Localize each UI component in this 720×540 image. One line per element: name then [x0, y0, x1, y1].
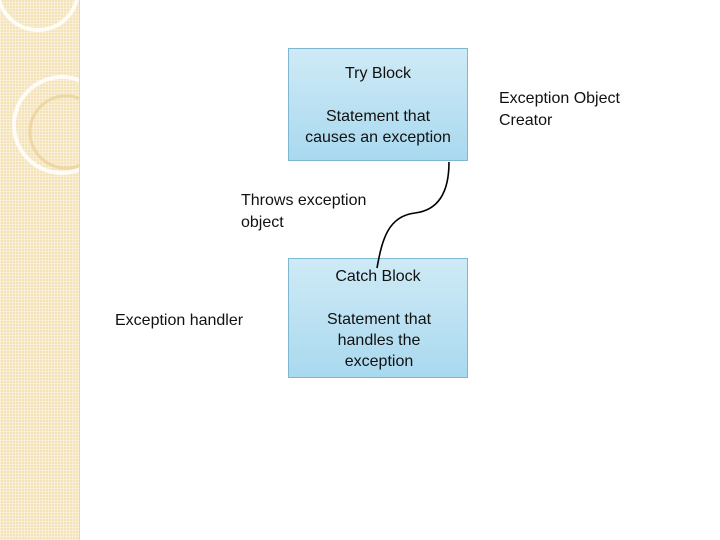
creator-label-line: Exception Object [499, 90, 620, 107]
catch-block-statement-line: handles the [337, 332, 421, 349]
try-block-statement-line: causes an exception [305, 129, 451, 146]
catch-block-statement-line: Statement that [326, 311, 432, 328]
throws-label-line: object [241, 214, 284, 231]
try-block-statement-line: Statement that [325, 108, 431, 125]
throws-exception-label: Throws exception object [241, 190, 366, 234]
decorative-side-strip [0, 0, 80, 540]
throws-label-line: Throws exception [241, 192, 367, 209]
throw-connector-curve [376, 161, 450, 269]
try-block-statement: Statement that causes an exception [289, 106, 467, 148]
exception-object-creator-label: Exception Object Creator [499, 88, 620, 132]
try-block-box: Try Block Statement that causes an excep… [288, 48, 468, 161]
decorative-circles [0, 0, 79, 175]
try-block-title: Try Block [344, 65, 412, 82]
creator-label-line: Creator [499, 112, 553, 129]
catch-block-box: Catch Block Statement that handles the e… [288, 258, 468, 378]
catch-block-statement-line: exception [344, 353, 414, 370]
catch-block-title: Catch Block [335, 268, 421, 285]
exception-handler-label: Exception handler [115, 312, 244, 329]
catch-block-statement: Statement that handles the exception [289, 309, 469, 372]
